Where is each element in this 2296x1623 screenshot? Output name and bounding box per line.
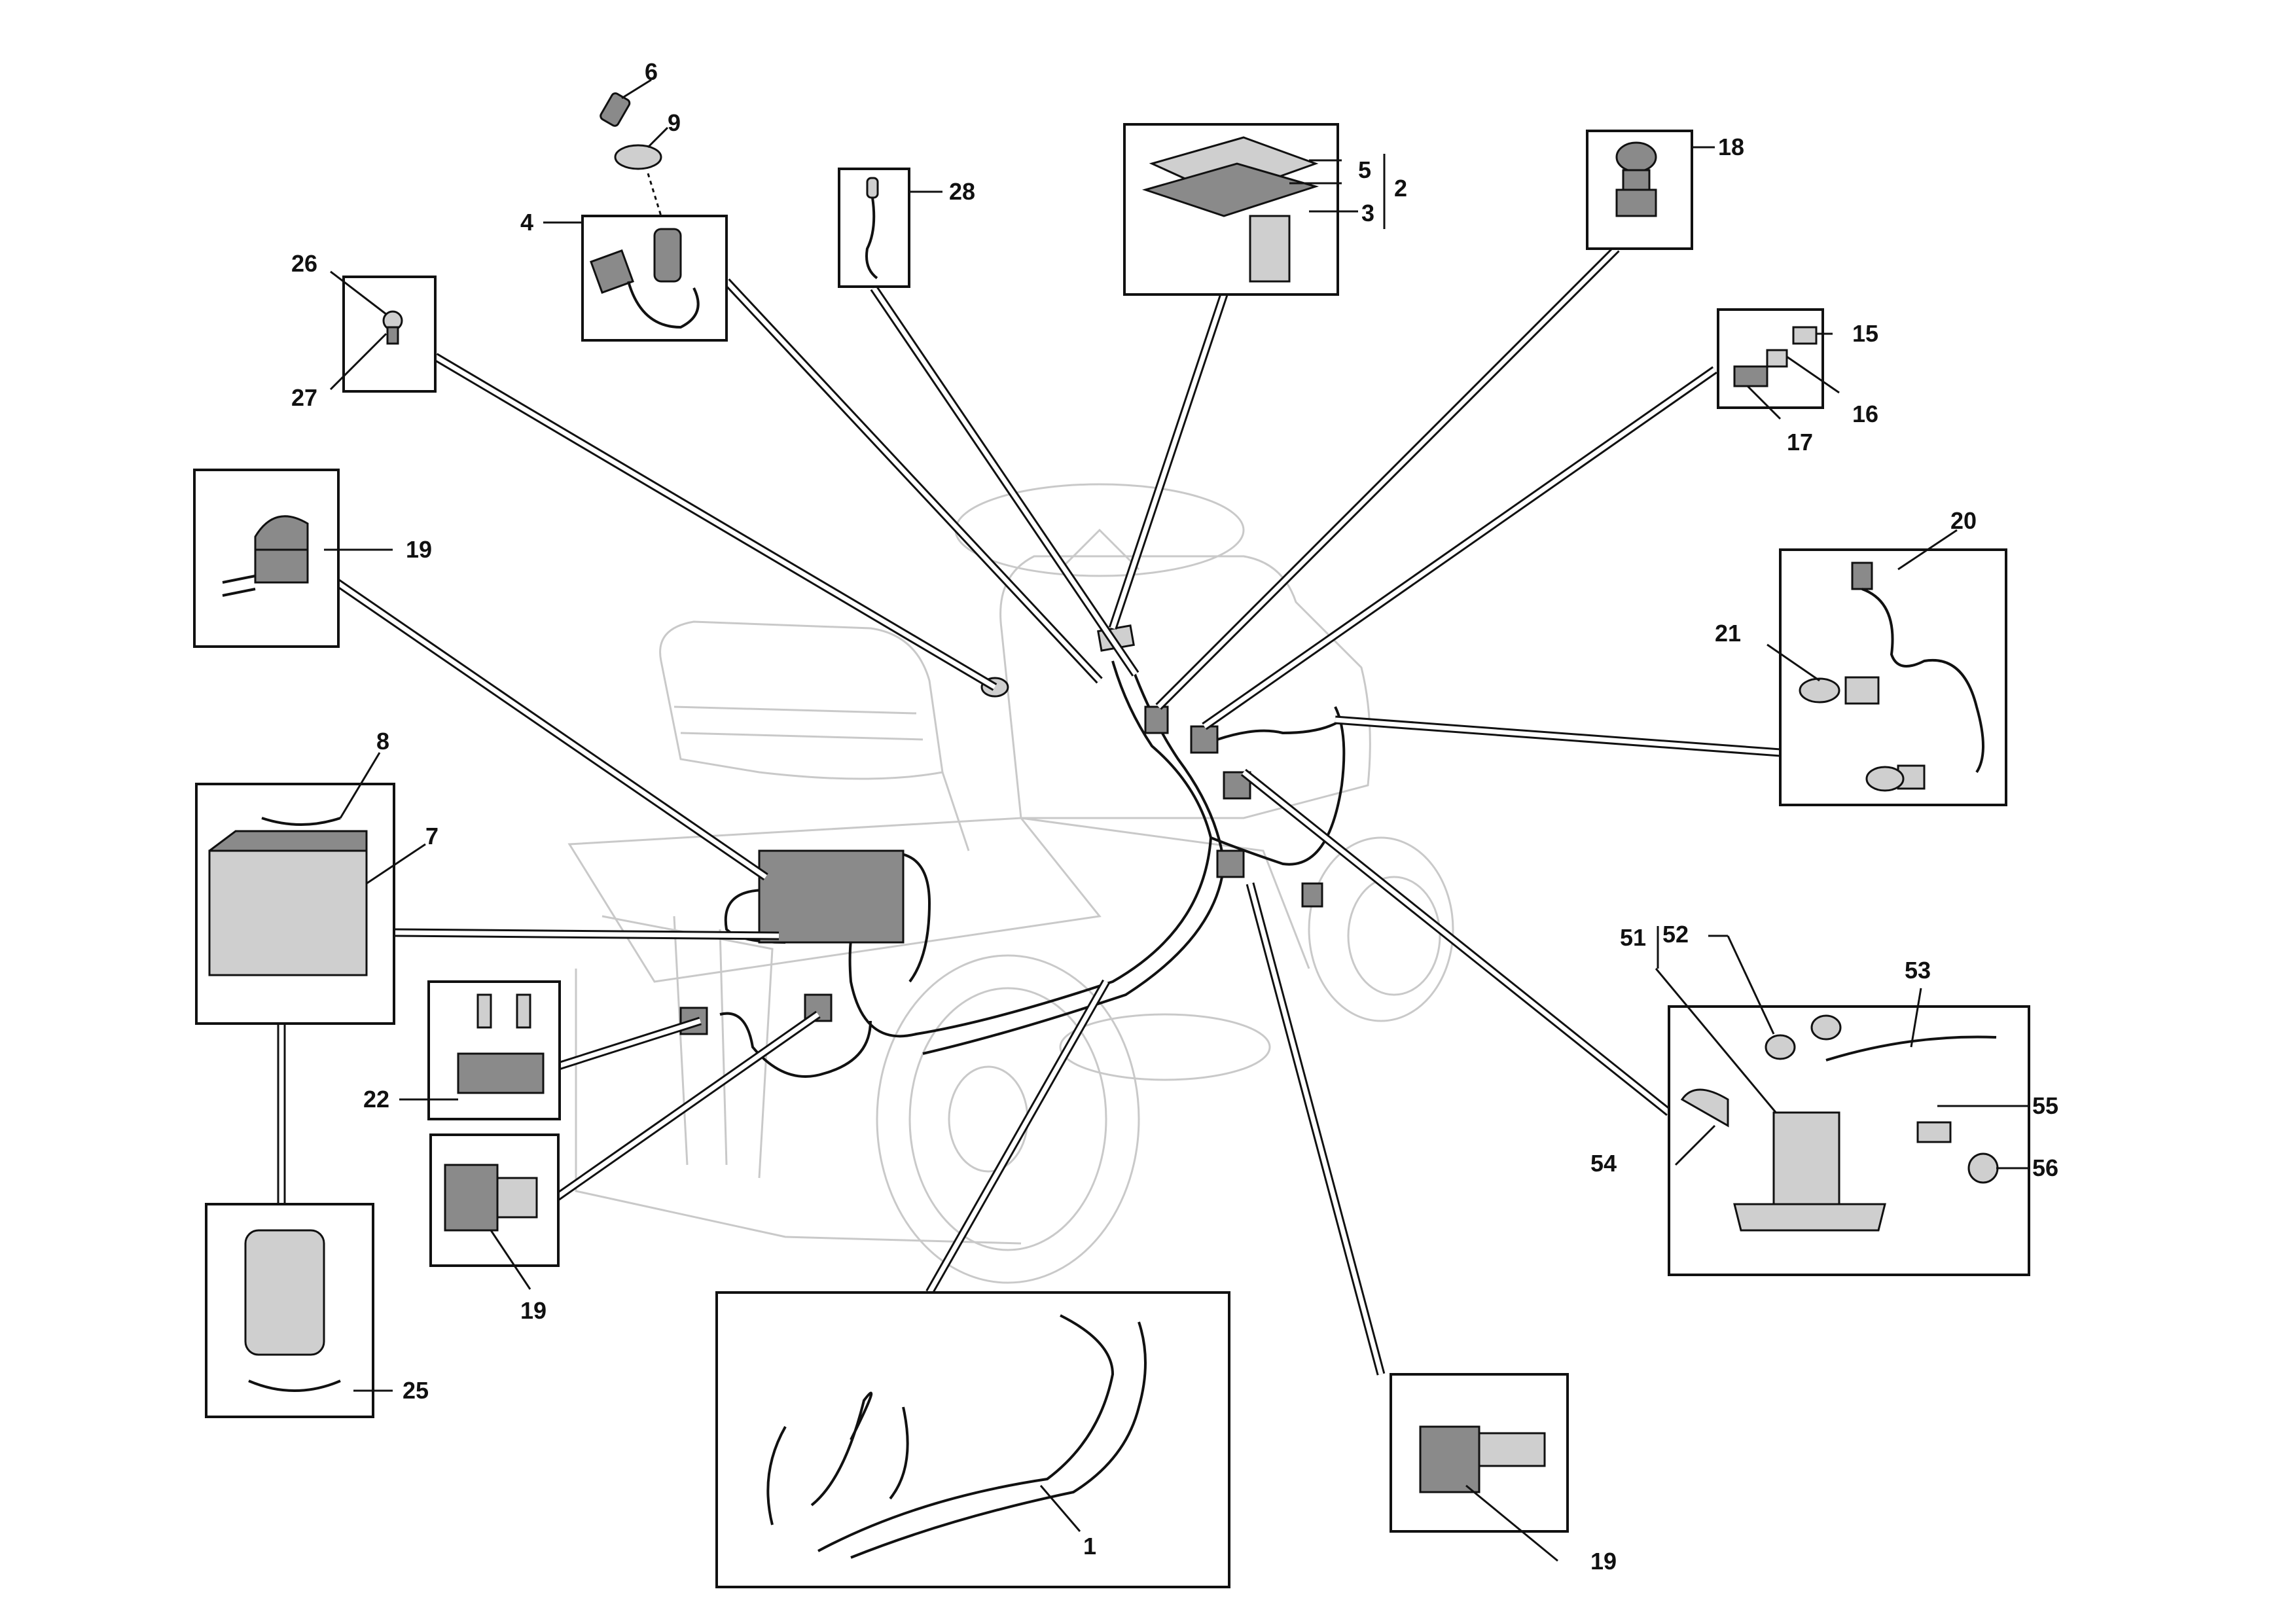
label-7: 7 (425, 823, 439, 849)
label-55: 55 (2032, 1092, 2058, 1119)
label-3: 3 (1361, 200, 1374, 226)
box-26-27: 26 27 (291, 250, 437, 411)
box-19-b: 19 (429, 1133, 560, 1324)
label-51: 51 (1620, 924, 1646, 951)
label-5: 5 (1358, 156, 1371, 183)
label-27: 27 (291, 384, 317, 411)
label-53: 53 (1905, 957, 1931, 984)
label-17: 17 (1787, 429, 1813, 455)
box-18: 18 (1586, 130, 1744, 250)
label-28: 28 (949, 178, 975, 205)
label-52: 52 (1662, 921, 1689, 948)
label-16: 16 (1852, 401, 1878, 427)
label-21: 21 (1715, 620, 1741, 647)
box-7-8: 8 7 (195, 728, 439, 1025)
label-54: 54 (1590, 1150, 1617, 1177)
box-22: 22 (363, 980, 561, 1120)
label-2: 2 (1394, 175, 1407, 202)
box-15-16-17: 15 16 17 (1717, 308, 1878, 455)
key (600, 92, 631, 127)
label-8: 8 (376, 728, 389, 755)
box-19-a: 19 (193, 469, 432, 648)
label-56: 56 (2032, 1154, 2058, 1181)
label-19-b: 19 (520, 1297, 547, 1324)
label-19-a: 19 (406, 536, 432, 563)
label-18: 18 (1718, 134, 1744, 160)
label-19-c: 19 (1590, 1548, 1617, 1575)
box-19-c: 19 (1390, 1373, 1617, 1575)
label-22: 22 (363, 1086, 389, 1113)
label-4: 4 (520, 209, 533, 236)
box-51-56: 51 52 53 54 55 56 (1590, 921, 2058, 1276)
label-26: 26 (291, 250, 317, 277)
box-2-3-5: 5 2 3 (1123, 123, 1407, 296)
box-4-ignition: 4 6 9 (520, 58, 728, 342)
label-25: 25 (403, 1377, 429, 1404)
box-1-harness: 1 (715, 1291, 1230, 1588)
battery-installed (758, 849, 905, 944)
label-6: 6 (645, 58, 658, 85)
box-28: 28 (838, 168, 975, 288)
box-25: 25 (205, 1203, 429, 1418)
label-20: 20 (1950, 507, 1977, 534)
label-1: 1 (1083, 1533, 1096, 1560)
leader-lines (277, 245, 1781, 1376)
box-20-21: 20 21 (1715, 507, 2007, 806)
installed-harness (679, 624, 1346, 1078)
label-9: 9 (668, 109, 681, 136)
label-15: 15 (1852, 320, 1878, 347)
